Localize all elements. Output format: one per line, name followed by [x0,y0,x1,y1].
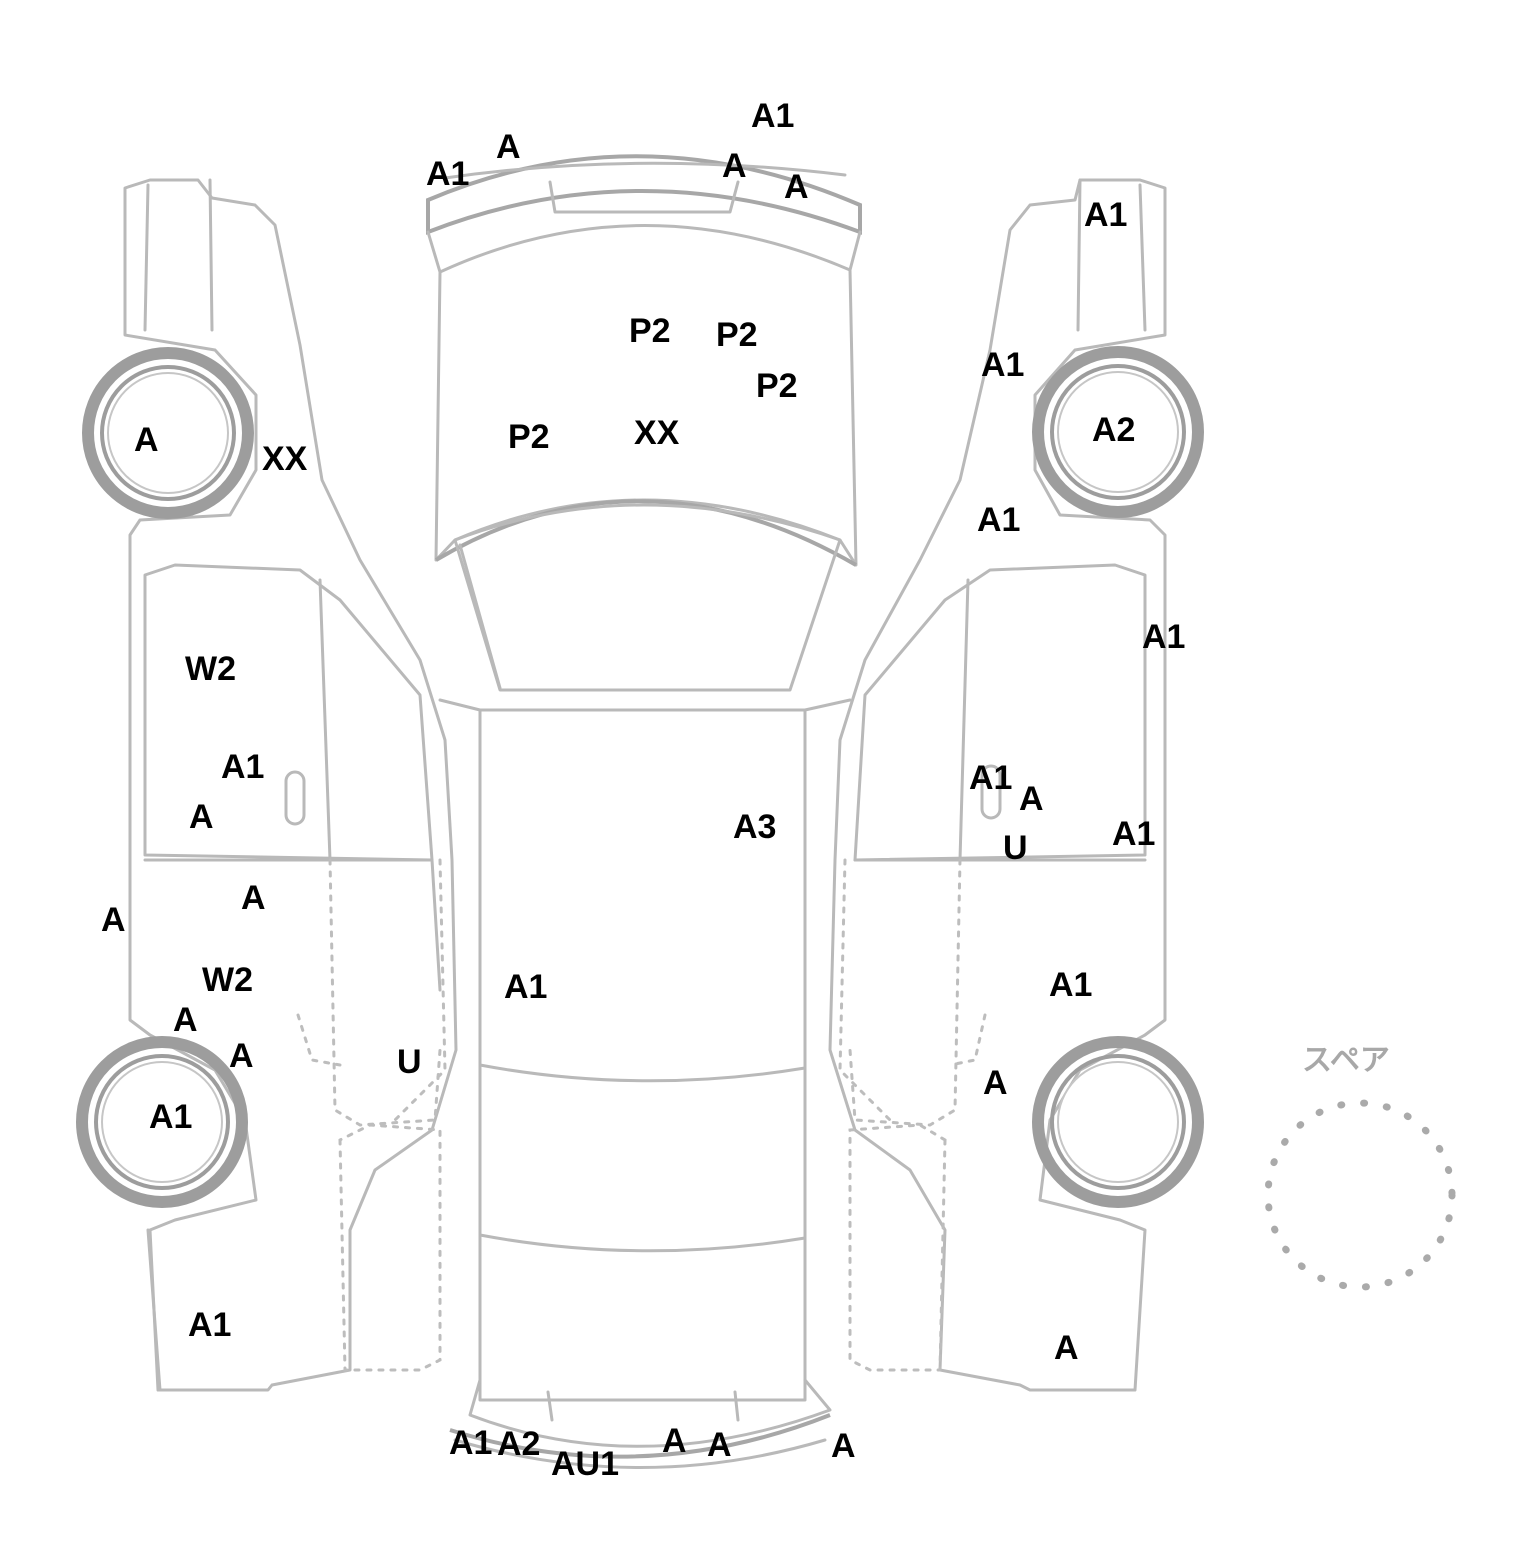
damage-code: U [397,1043,422,1081]
damage-code: A1 [969,759,1012,797]
damage-codes-hood: P2 P2 P2 P2 XX [508,312,798,456]
damage-code: A1 [1112,815,1155,853]
damage-code: A [496,128,521,166]
spare-label: スペア [1302,1043,1390,1078]
damage-code: A1 [221,748,264,786]
damage-code: A [1019,780,1044,818]
damage-code: A1 [426,155,469,193]
damage-code: A1 [1049,966,1092,1004]
damage-code: P2 [629,312,671,350]
damage-code: AU1 [551,1445,619,1483]
damage-code: A1 [504,968,547,1006]
damage-codes-left-side: A XX W2 A1 A A A W2 A A U A1 A1 [101,421,422,1344]
damage-code: W2 [185,650,236,688]
damage-code: P2 [508,418,550,456]
damage-code: W2 [202,961,253,999]
damage-codes-center: A3 A1 [504,808,776,1006]
damage-code: A [722,147,747,185]
damage-code: A [1054,1329,1079,1367]
right-front-tire [1032,346,1204,518]
left-side-view [123,178,458,1392]
damage-code: XX [634,414,680,452]
center-top-view [426,154,862,1469]
damage-code: A1 [751,97,794,135]
right-rear-tire [1032,1036,1204,1208]
damage-codes-front: A1 A A1 A A [426,97,809,206]
damage-code: A1 [149,1098,192,1136]
damage-code: U [1003,829,1028,867]
damage-code: A1 [1084,196,1127,234]
damage-code: A [229,1037,254,1075]
damage-code: A [831,1427,856,1465]
damage-code: A2 [497,1425,540,1463]
damage-code: XX [262,440,308,478]
damage-code: A1 [977,501,1020,539]
damage-code: A1 [1142,618,1185,656]
damage-code: P2 [756,367,798,405]
damage-code: A [189,798,214,836]
left-front-tire [82,347,254,519]
damage-code: A3 [733,808,776,846]
damage-code: A1 [188,1306,231,1344]
damage-code: A [784,168,809,206]
damage-codes-rear: A1 A2 AU1 A A A [449,1422,856,1483]
damage-code: A1 [981,346,1024,384]
damage-code: A [707,1426,732,1464]
damage-code: A [173,1001,198,1039]
spare-tire: スペア [1264,1043,1456,1291]
damage-code: P2 [716,316,758,354]
damage-code: A [662,1422,687,1460]
damage-code: A [983,1064,1008,1102]
damage-code: A [134,421,159,459]
damage-code: A1 [449,1424,492,1462]
damage-code: A [241,879,266,917]
left-rear-tire [76,1036,248,1208]
right-side-view [828,178,1167,1392]
damage-codes-right-side: A1 A1 A2 A1 A1 A1 A U A1 A1 A A [969,196,1185,1367]
damage-code: A2 [1092,411,1135,449]
damage-code: A [101,901,126,939]
